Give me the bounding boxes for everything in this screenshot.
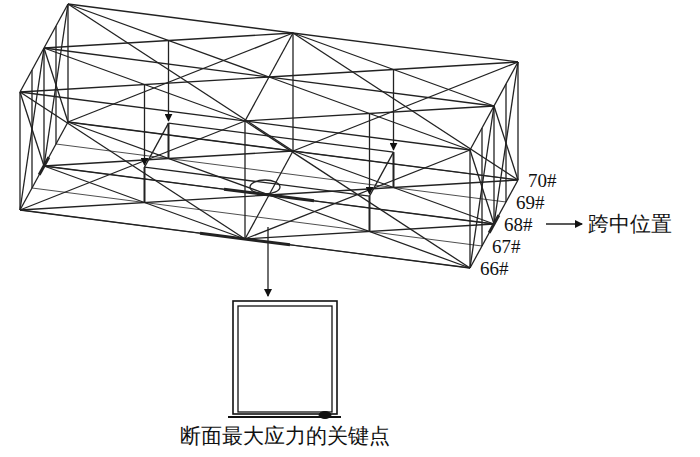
truss-member xyxy=(489,215,499,233)
section-number: 70# xyxy=(528,171,557,190)
section-number: 66# xyxy=(480,259,509,278)
section-inset xyxy=(228,301,341,419)
truss-member xyxy=(44,166,245,239)
key-point-circle xyxy=(250,180,280,194)
truss-member xyxy=(469,150,470,268)
truss-member xyxy=(393,70,394,150)
section-number: 68# xyxy=(504,215,533,234)
truss-member xyxy=(20,48,44,210)
truss-member xyxy=(19,92,20,210)
truss-member xyxy=(200,233,290,245)
truss-member xyxy=(224,189,314,201)
truss-member xyxy=(144,85,145,165)
truss-member xyxy=(517,62,518,180)
pointer-arrow xyxy=(546,223,582,225)
truss-member xyxy=(169,123,394,152)
truss-member xyxy=(168,123,170,158)
truss-member xyxy=(67,4,68,122)
truss-member xyxy=(369,196,371,231)
section-number: 67# xyxy=(492,237,521,256)
truss-member xyxy=(145,167,370,196)
section-number: 69# xyxy=(516,193,545,212)
truss-member xyxy=(44,4,68,166)
inset-caption: 断面最大应力的关键点 xyxy=(180,426,390,447)
truss-member xyxy=(32,188,482,246)
truss-member xyxy=(39,157,49,175)
truss-member xyxy=(168,41,169,121)
truss-member xyxy=(56,144,506,202)
truss-member xyxy=(292,33,293,151)
space-truss xyxy=(20,4,582,296)
truss-member xyxy=(293,33,518,180)
truss-member xyxy=(494,62,518,224)
truss-member xyxy=(393,152,395,187)
truss-member xyxy=(68,4,293,151)
truss-member xyxy=(370,152,394,196)
truss-member xyxy=(145,123,169,167)
truss-member xyxy=(44,48,68,122)
leader-arrow xyxy=(267,227,268,296)
truss-member xyxy=(269,195,470,268)
truss-member xyxy=(293,151,494,224)
truss-member xyxy=(470,106,494,268)
truss-member xyxy=(68,33,293,122)
truss-member xyxy=(369,114,370,194)
truss-member xyxy=(494,106,518,180)
truss-member xyxy=(68,122,269,195)
midspan-label: 跨中位置 xyxy=(588,214,672,235)
truss-member xyxy=(144,167,146,202)
truss-member xyxy=(20,121,245,210)
truss-member xyxy=(44,166,494,224)
truss-member xyxy=(44,166,494,224)
truss-member xyxy=(20,92,245,239)
